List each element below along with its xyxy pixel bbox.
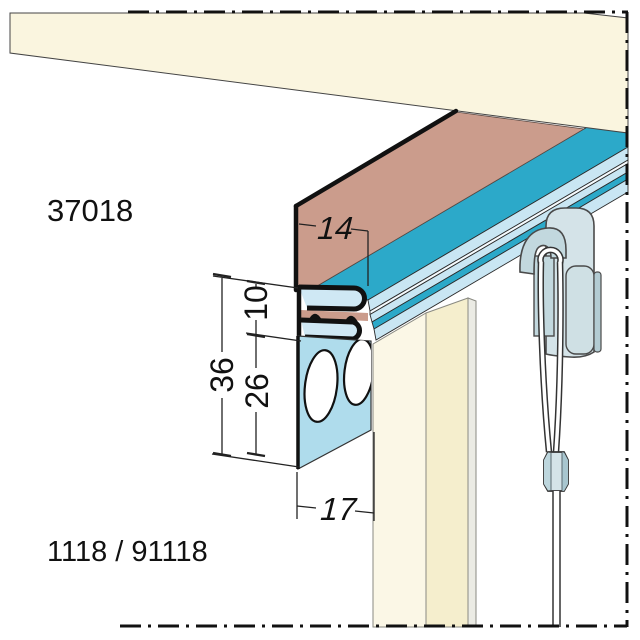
wire-strand-left-fill	[539, 261, 551, 453]
clip-hook	[519, 227, 567, 275]
dim-ticks	[212, 272, 266, 458]
dim-26-label: 26	[239, 373, 275, 409]
ferrule-facet-right	[562, 452, 568, 491]
ceiling-slab	[9, 12, 629, 134]
wall-board-edge	[467, 297, 477, 628]
dim-14-label: 14	[313, 210, 357, 245]
section-boundary-lines	[120, 10, 629, 628]
dim-10-label: 10	[238, 285, 274, 321]
wire-strand-right-fill	[554, 261, 563, 453]
j-profile-section	[296, 284, 368, 342]
wire-lower-fill	[553, 491, 560, 627]
product-label-top: 37018	[47, 193, 133, 228]
suspension-wire	[537, 246, 569, 627]
product-label-bottom: 1118 / 91118	[47, 536, 208, 568]
dimension-labels: 14 10 36 26 17	[204, 210, 361, 526]
top-leg-cut-face	[298, 284, 367, 312]
tick-36-top	[212, 272, 232, 279]
tick-10-top	[246, 279, 266, 286]
wire-lower	[552, 491, 561, 627]
tick-36-bottom	[212, 451, 232, 458]
dim-line-14	[298, 223, 369, 232]
dim-line-17	[296, 505, 375, 514]
ferrule-facet-left	[544, 452, 551, 491]
dim-36-label: 36	[204, 357, 240, 393]
wire-loop-top-fill	[538, 248, 563, 264]
clip-front-plate	[565, 265, 595, 355]
perforated-flange	[296, 335, 372, 471]
tick-10-26	[246, 332, 266, 339]
plasterboard-top-edge	[293, 108, 459, 209]
dim-17-label: 17	[316, 491, 360, 526]
ferrule-facet-lines	[550, 453, 563, 490]
clip-plate-edge	[593, 271, 602, 353]
crimp-ferrule	[543, 451, 569, 492]
hanger-clip	[519, 207, 602, 358]
wall-board-side	[425, 297, 469, 628]
bottom-leg-cut-face	[300, 317, 363, 342]
wall-board-front	[372, 312, 427, 628]
tick-26-bottom	[246, 451, 266, 458]
dimensions	[211, 223, 375, 521]
wall-board	[372, 297, 477, 628]
flange-hole-1	[303, 349, 339, 423]
